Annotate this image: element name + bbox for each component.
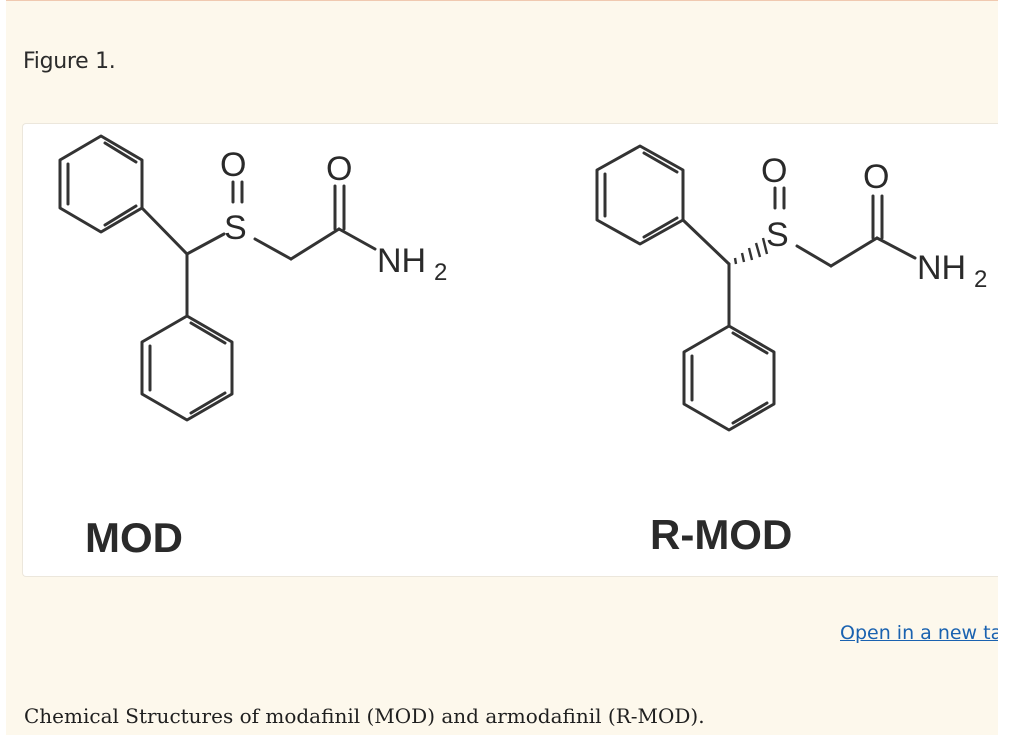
chemical-structures-drawing: O S O NH 2 MOD O S O NH 2 R-MOD bbox=[58, 134, 987, 561]
mod-sulfoxide-oxygen-label: O bbox=[220, 146, 246, 184]
r-mod-sulfoxide-oxygen-label: O bbox=[761, 152, 787, 190]
figure-label: Figure 1. bbox=[23, 49, 116, 74]
figure-caption: Chemical Structures of modafinil (MOD) a… bbox=[24, 704, 705, 728]
r-mod-phenyl-ring-1 bbox=[595, 144, 685, 246]
mod-amine-subscript: 2 bbox=[434, 259, 447, 286]
r-mod-sulfur-label: S bbox=[766, 216, 789, 254]
open-in-new-tab-link[interactable]: Open in a new tab bbox=[840, 622, 998, 644]
mod-carbonyl-oxygen-label: O bbox=[326, 150, 352, 188]
figure-panel: Figure 1. bbox=[6, 0, 998, 735]
mod-sulfur-label: S bbox=[224, 209, 247, 247]
mod-name-label: MOD bbox=[85, 514, 183, 561]
mod-phenyl-ring-2 bbox=[140, 314, 234, 422]
r-mod-structure bbox=[595, 144, 917, 432]
figure-image: O S O NH 2 MOD O S O NH 2 R-MOD bbox=[22, 123, 998, 577]
mod-amine-label: NH bbox=[377, 242, 426, 280]
mod-structure bbox=[58, 134, 377, 422]
r-mod-phenyl-ring-2 bbox=[682, 324, 776, 432]
mod-phenyl-ring-1 bbox=[58, 134, 144, 234]
r-mod-amine-label: NH bbox=[917, 249, 966, 287]
r-mod-name-label: R-MOD bbox=[650, 511, 792, 558]
r-mod-amine-subscript: 2 bbox=[974, 266, 987, 293]
r-mod-hashed-wedge bbox=[733, 237, 769, 265]
r-mod-carbonyl-oxygen-label: O bbox=[863, 158, 889, 196]
